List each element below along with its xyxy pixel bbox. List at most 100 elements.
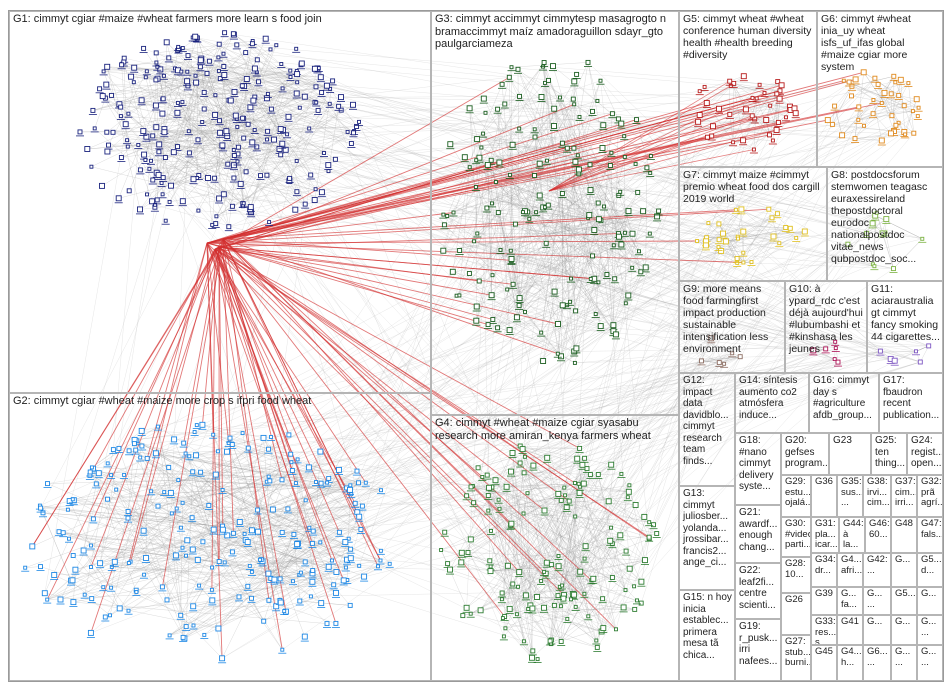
group-g57-label: G... bbox=[895, 617, 914, 628]
group-g38[interactable]: G38: irvi... cim... bbox=[863, 475, 891, 517]
group-g19[interactable]: G19: r_pusk... irri nafees... bbox=[735, 619, 781, 681]
group-g54[interactable]: G5... bbox=[891, 587, 917, 615]
group-g41-label: G41 bbox=[841, 617, 860, 628]
group-g5[interactable]: G5: cimmyt wheat #wheat conference human… bbox=[679, 11, 817, 167]
group-g30[interactable]: G30: #video parti... bbox=[781, 517, 811, 557]
group-g20[interactable]: G20: gefses program... bbox=[781, 433, 829, 475]
group-g47-label: G47: fals... bbox=[921, 519, 940, 540]
group-g3[interactable]: G3: cimmyt accimmyt cimmytesp masagrogto… bbox=[431, 11, 679, 415]
group-g41[interactable]: G41 bbox=[837, 615, 863, 645]
group-g5-label: G5: cimmyt wheat #wheat conference human… bbox=[683, 13, 814, 61]
group-g13[interactable]: G13: cimmyt juliosber... yolanda... jros… bbox=[679, 486, 735, 590]
group-g23[interactable]: G23 bbox=[829, 433, 871, 475]
group-g51[interactable]: G5... d... bbox=[917, 553, 943, 587]
group-g18[interactable]: G18: #nano cimmyt delivery syste... bbox=[735, 433, 781, 505]
network-graph-frame: G1: cimmyt cgiar #maize #wheat farmers m… bbox=[8, 10, 944, 682]
group-g16[interactable]: G16: cimmyt day s #agriculture afdb_grou… bbox=[809, 373, 879, 433]
group-g14[interactable]: G14: síntesis aumento co2 atmósfera indu… bbox=[735, 373, 809, 433]
group-g42[interactable]: G42: ... bbox=[863, 553, 891, 587]
group-g17[interactable]: G17: fbaudron recent publication... bbox=[879, 373, 943, 433]
group-g4[interactable]: G4: cimmyt #wheat #maize cgiar syasabu r… bbox=[431, 415, 679, 681]
group-g16-label: G16: cimmyt day s #agriculture afdb_grou… bbox=[813, 375, 876, 421]
group-g28-label: G28: 10... bbox=[785, 559, 808, 580]
group-g55-label: G... bbox=[921, 589, 940, 600]
group-g2-label: G2: cimmyt cgiar #wheat #maize more crop… bbox=[13, 395, 428, 408]
group-g12[interactable]: G12: impact data davidblo... cimmyt rese… bbox=[679, 373, 735, 486]
group-g44-label: G44: à la... bbox=[843, 519, 862, 551]
group-g37[interactable]: G37: cim... irri... bbox=[891, 475, 917, 517]
group-g27-label: G27: stub... burni... bbox=[785, 637, 808, 669]
group-g18-label: G18: #nano cimmyt delivery syste... bbox=[739, 435, 778, 493]
group-g59[interactable]: G6... ... bbox=[863, 645, 891, 681]
group-g38-label: G38: irvi... cim... bbox=[867, 477, 888, 509]
group-g43[interactable]: G4... h... bbox=[837, 645, 863, 681]
group-g49[interactable]: G4... afri... bbox=[837, 553, 863, 587]
group-g51-label: G5... d... bbox=[921, 555, 940, 576]
group-g45[interactable]: G45 bbox=[811, 645, 837, 681]
group-g52[interactable]: G... fa... bbox=[837, 587, 863, 615]
group-g26[interactable]: G26 bbox=[781, 593, 811, 635]
group-g23-label: G23 bbox=[833, 435, 868, 447]
group-g48[interactable]: G48 bbox=[891, 517, 917, 553]
group-g33[interactable]: G33: res... s... bbox=[811, 615, 837, 645]
group-g9[interactable]: G9: more means food farmingfirst impact … bbox=[679, 281, 785, 373]
group-g56-label: G... bbox=[867, 617, 888, 628]
group-g6[interactable]: G6: cimmyt #wheat inia_uy wheat isfs_uf_… bbox=[817, 11, 943, 167]
group-g20-label: G20: gefses program... bbox=[785, 435, 826, 470]
group-g25-label: G25: ten thing... bbox=[875, 435, 904, 470]
group-g58[interactable]: G... ... bbox=[917, 615, 943, 645]
group-g60-label: G... ... bbox=[895, 647, 914, 668]
group-g15-label: G15: n hoy inicia establec... primera me… bbox=[683, 592, 732, 661]
group-g11-label: G11: aciaraustralia gt cimmyt fancy smok… bbox=[871, 283, 940, 343]
group-g2[interactable]: G2: cimmyt cgiar #wheat #maize more crop… bbox=[9, 393, 431, 681]
group-g7[interactable]: G7: cimmyt maize #cimmyt premio wheat fo… bbox=[679, 167, 827, 281]
group-g11[interactable]: G11: aciaraustralia gt cimmyt fancy smok… bbox=[867, 281, 943, 373]
group-g52-label: G... fa... bbox=[841, 589, 860, 610]
group-g14-label: G14: síntesis aumento co2 atmósfera indu… bbox=[739, 375, 806, 421]
group-g6-label: G6: cimmyt #wheat inia_uy wheat isfs_uf_… bbox=[821, 13, 940, 73]
group-g53[interactable]: G... ... bbox=[863, 587, 891, 615]
group-g56[interactable]: G... bbox=[863, 615, 891, 645]
group-g39[interactable]: G39 bbox=[811, 587, 837, 615]
group-g19-label: G19: r_pusk... irri nafees... bbox=[739, 621, 778, 667]
group-g32[interactable]: G32: prã agrí... bbox=[917, 475, 943, 517]
group-g36[interactable]: G36 bbox=[811, 475, 837, 517]
group-g1[interactable]: G1: cimmyt cgiar #maize #wheat farmers m… bbox=[9, 11, 431, 393]
group-g49-label: G4... afri... bbox=[841, 555, 860, 576]
group-g34[interactable]: G34: dr... bbox=[811, 553, 837, 587]
group-g25[interactable]: G25: ten thing... bbox=[871, 433, 907, 475]
group-g24-label: G24: regist... open... bbox=[911, 435, 940, 470]
group-g17-label: G17: fbaudron recent publication... bbox=[883, 375, 940, 421]
group-g50[interactable]: G... bbox=[891, 553, 917, 587]
group-g13-label: G13: cimmyt juliosber... yolanda... jros… bbox=[683, 488, 732, 569]
group-g57[interactable]: G... bbox=[891, 615, 917, 645]
group-g60[interactable]: G... ... bbox=[891, 645, 917, 681]
group-g21[interactable]: G21: awardf... enough chang... bbox=[735, 505, 781, 563]
group-g46-label: G46: 60... bbox=[869, 519, 888, 540]
group-g24[interactable]: G24: regist... open... bbox=[907, 433, 943, 475]
group-g61[interactable]: G... ... bbox=[917, 645, 943, 681]
group-g36-label: G36 bbox=[815, 477, 834, 488]
group-g61-label: G... ... bbox=[921, 647, 940, 668]
group-g31[interactable]: G31: pla... icar... bbox=[811, 517, 839, 553]
group-g21-label: G21: awardf... enough chang... bbox=[739, 507, 778, 553]
group-g3-label: G3: cimmyt accimmyt cimmytesp masagrogto… bbox=[435, 13, 676, 51]
group-g4-label: G4: cimmyt #wheat #maize cgiar syasabu r… bbox=[435, 417, 676, 442]
group-g29[interactable]: G29: estu... ojalá... bbox=[781, 475, 811, 517]
group-g35-label: G35: sus... ... bbox=[841, 477, 860, 509]
group-g46[interactable]: G46: 60... bbox=[865, 517, 891, 553]
group-g22[interactable]: G22: leaf2fi... centre scienti... bbox=[735, 563, 781, 619]
group-g8[interactable]: G8: postdocsforum stemwomen teagasc eura… bbox=[827, 167, 943, 281]
group-g28[interactable]: G28: 10... bbox=[781, 557, 811, 593]
group-g55[interactable]: G... bbox=[917, 587, 943, 615]
group-g22-label: G22: leaf2fi... centre scienti... bbox=[739, 565, 778, 611]
group-g10[interactable]: G10: à ypard_rdc c'est déjà aujourd'hui … bbox=[785, 281, 867, 373]
group-g47[interactable]: G47: fals... bbox=[917, 517, 943, 553]
group-g50-label: G... bbox=[895, 555, 914, 566]
group-g15[interactable]: G15: n hoy inicia establec... primera me… bbox=[679, 590, 735, 681]
group-g35[interactable]: G35: sus... ... bbox=[837, 475, 863, 517]
group-g27[interactable]: G27: stub... burni... bbox=[781, 635, 811, 681]
group-g7-label: G7: cimmyt maize #cimmyt premio wheat fo… bbox=[683, 169, 824, 205]
group-g44[interactable]: G44: à la... bbox=[839, 517, 865, 553]
group-g12-label: G12: impact data davidblo... cimmyt rese… bbox=[683, 375, 732, 467]
